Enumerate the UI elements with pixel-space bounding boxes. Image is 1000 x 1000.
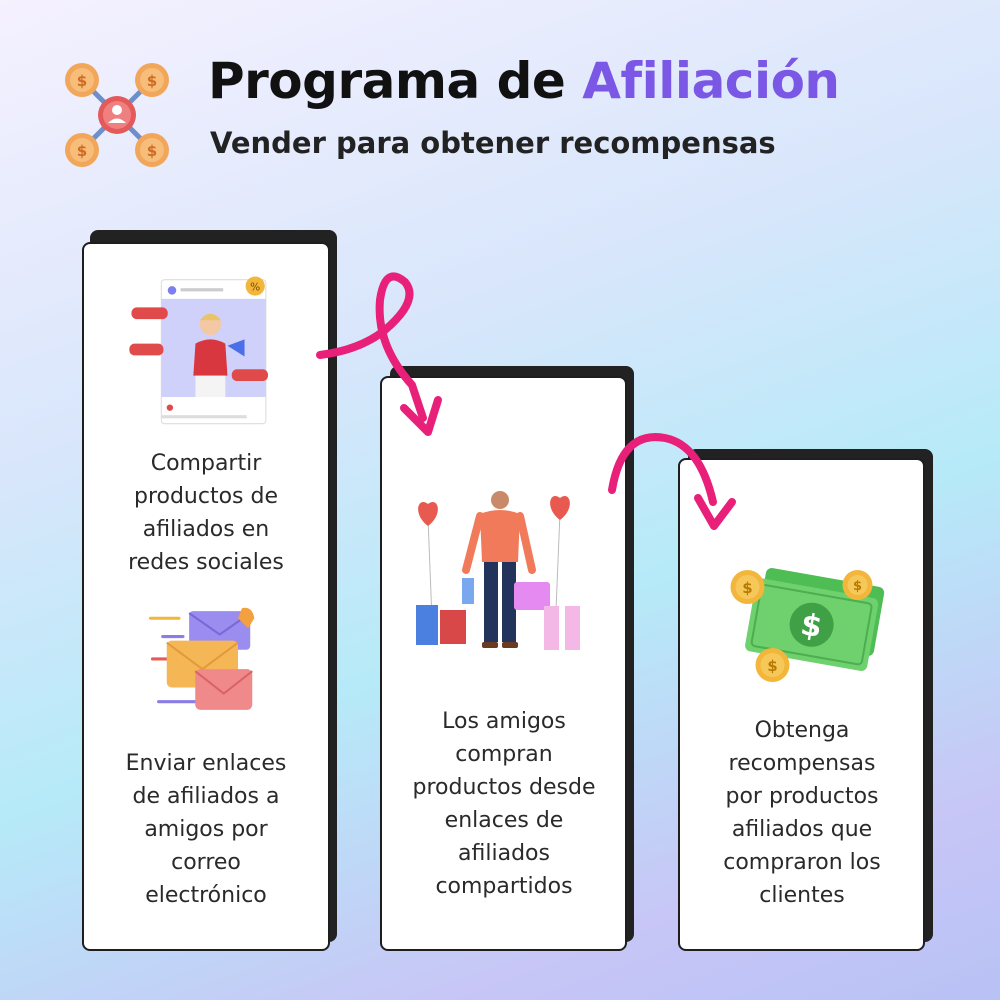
svg-text:$: $ (767, 657, 777, 675)
svg-text:$: $ (853, 579, 862, 594)
title-main: Programa de (208, 52, 583, 110)
page-title: Programa de Afiliación (208, 52, 840, 110)
step-card-share: % Compartir productos de afiliados en re… (82, 242, 330, 951)
affiliate-network-icon: $ $ $ $ (65, 63, 169, 167)
page-subtitle: Vender para obtener recompensas (210, 126, 776, 160)
card-text-share: Compartir productos de afiliados en rede… (128, 451, 284, 575)
step-card-buy: Los amigos compran productos desde enlac… (380, 376, 627, 951)
svg-text:$: $ (147, 72, 157, 90)
email-envelopes-icon (148, 607, 255, 710)
shopping-person-icon (416, 491, 580, 650)
svg-text:$: $ (742, 579, 752, 597)
money-cash-icon: $ $ $ $ (730, 568, 885, 682)
title-accent: Afiliación (582, 52, 840, 110)
svg-text:$: $ (147, 142, 157, 160)
svg-text:$: $ (77, 72, 87, 90)
step-card-reward: $ $ $ $ Obtenga recompensas por producto… (678, 458, 925, 951)
card-text-buy: Los amigos compran productos desde enlac… (412, 709, 596, 899)
card-text-email: Enviar enlaces de afiliados a amigos por… (125, 751, 287, 908)
social-media-post-icon: % (129, 276, 268, 425)
svg-text:%: % (250, 280, 260, 293)
card-text-reward: Obtenga recompensas por productos afilia… (723, 718, 881, 908)
svg-text:$: $ (77, 142, 87, 160)
